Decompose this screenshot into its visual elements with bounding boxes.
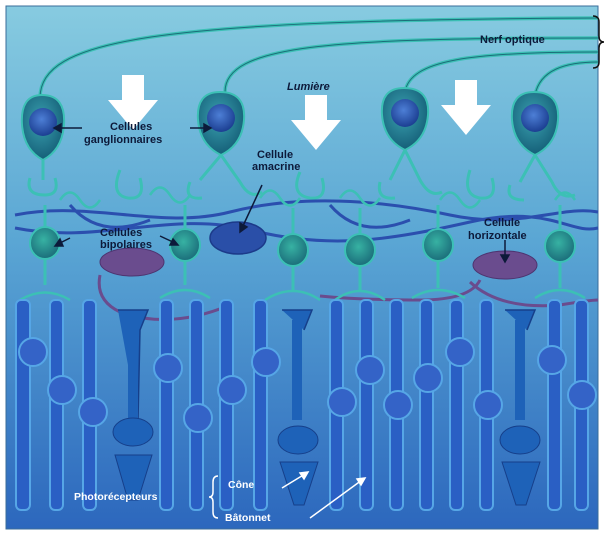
optic-nerve-label: Nerf optique xyxy=(480,34,545,46)
horizontal-label-line1: Cellule xyxy=(484,217,520,229)
amacrine-label-line1: Cellule xyxy=(257,149,293,161)
cone-label: Cône xyxy=(228,479,254,491)
horizontal-label-line2: horizontale xyxy=(468,230,527,242)
ganglion-label-line1: Cellules xyxy=(110,121,152,133)
amacrine-cell xyxy=(210,222,266,254)
photoreceptors-label: Photorécepteurs xyxy=(74,491,158,503)
rod-label: Bâtonnet xyxy=(225,512,271,524)
ganglion-label-line2: ganglionnaires xyxy=(84,134,162,146)
bipolar-label-line1: Cellules xyxy=(100,227,142,239)
light-label: Lumière xyxy=(287,81,330,93)
bipolar-label-line2: bipolaires xyxy=(100,239,152,251)
amacrine-label-line2: amacrine xyxy=(252,161,300,173)
